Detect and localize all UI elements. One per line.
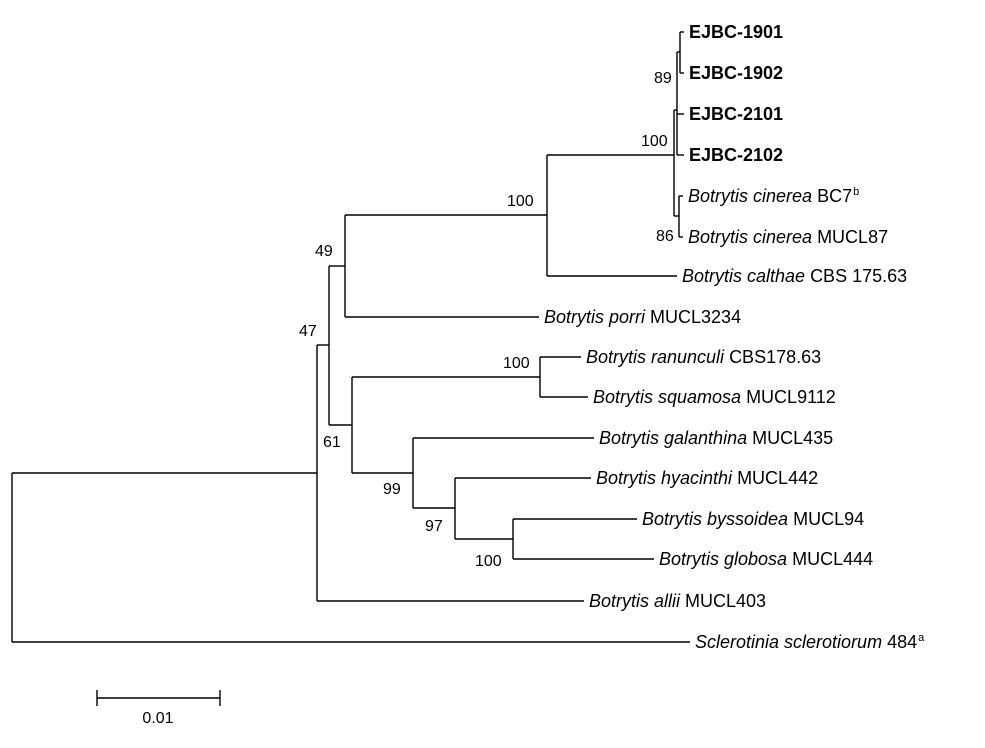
support-hyacinthi-group: 97	[425, 518, 443, 535]
leaf-strain: MUCL435	[752, 428, 833, 448]
leaf-calthae: Botrytis calthae CBS 175.63	[682, 266, 907, 286]
support-byssoidea-globosa: 100	[475, 553, 502, 570]
leaf-species: Botrytis allii	[589, 591, 685, 611]
support-ejbc-1901-1902: 89	[654, 70, 672, 87]
leaf-globosa: Botrytis globosa MUCL444	[659, 549, 873, 569]
leaf-strain: CBS178.63	[729, 347, 821, 367]
leaf-strain: MUCL9112	[746, 387, 836, 407]
leaf-labels: EJBC-1901EJBC-1902EJBC-2101EJBC-2102Botr…	[544, 22, 925, 652]
leaf-species: Botrytis calthae	[682, 266, 810, 286]
leaf-porri: Botrytis porri MUCL3234	[544, 307, 741, 327]
leaf-strain: MUCL87	[817, 227, 888, 247]
support-cinerea-clade: 100	[507, 193, 534, 210]
support-cinerea-bc7-mucl87: 86	[656, 228, 674, 245]
leaf-ejbc2101: EJBC-2101	[689, 104, 783, 124]
leaf-byssoidea: Botrytis byssoidea MUCL94	[642, 509, 864, 529]
leaf-strain: EJBC-2101	[689, 104, 783, 124]
leaf-strain: MUCL403	[685, 591, 766, 611]
support-values: 89 100 100 86 49 47 100 61 99 97 100	[299, 70, 674, 570]
leaf-species: Botrytis porri	[544, 307, 650, 327]
leaf-squamosa: Botrytis squamosa MUCL9112	[593, 387, 836, 407]
leaf-species: Botrytis byssoidea	[642, 509, 793, 529]
leaf-hyacinthi: Botrytis hyacinthi MUCL442	[596, 468, 818, 488]
leaf-allii: Botrytis allii MUCL403	[589, 591, 766, 611]
support-cinerea-porri: 49	[315, 243, 333, 260]
leaf-species: Sclerotinia sclerotiorum	[695, 632, 887, 652]
leaf-strain: EJBC-1901	[689, 22, 783, 42]
leaf-cinerea-mucl87: Botrytis cinerea MUCL87	[688, 227, 888, 247]
tree-branches	[11, 31, 690, 643]
leaf-species: Botrytis ranunculi	[586, 347, 729, 367]
leaf-ejbc2102: EJBC-2102	[689, 145, 783, 165]
support-botrytis-main: 47	[299, 323, 317, 340]
leaf-strain: MUCL94	[793, 509, 864, 529]
support-ranunculi-squamosa: 100	[503, 355, 530, 372]
leaf-cinerea-bc7: Botrytis cinerea BC7b	[688, 186, 859, 206]
leaf-superscript: b	[853, 186, 859, 198]
leaf-species: Botrytis galanthina	[599, 428, 752, 448]
scale-bar-label: 0.01	[142, 710, 173, 727]
leaf-strain: MUCL442	[737, 468, 818, 488]
leaf-strain: 484	[887, 632, 917, 652]
leaf-galanthina: Botrytis galanthina MUCL435	[599, 428, 833, 448]
leaf-strain: MUCL3234	[650, 307, 741, 327]
scale-bar: 0.01	[96, 690, 221, 727]
leaf-strain: EJBC-1902	[689, 63, 783, 83]
leaf-species: Botrytis squamosa	[593, 387, 746, 407]
leaf-species: Botrytis globosa	[659, 549, 792, 569]
leaf-ejbc1902: EJBC-1902	[689, 63, 783, 83]
support-lower-clade: 61	[323, 434, 341, 451]
leaf-species: Botrytis cinerea	[688, 227, 817, 247]
leaf-strain: EJBC-2102	[689, 145, 783, 165]
leaf-superscript: a	[918, 632, 925, 644]
leaf-strain: BC7	[817, 186, 852, 206]
leaf-ejbc1901: EJBC-1901	[689, 22, 783, 42]
leaf-species: Botrytis hyacinthi	[596, 468, 737, 488]
leaf-ranunculi: Botrytis ranunculi CBS178.63	[586, 347, 821, 367]
leaf-species: Botrytis cinerea	[688, 186, 817, 206]
leaf-sclerotiorum: Sclerotinia sclerotiorum 484a	[695, 632, 925, 652]
support-ejbc-all: 100	[641, 133, 668, 150]
support-galanthina-group: 99	[383, 481, 401, 498]
leaf-strain: CBS 175.63	[810, 266, 907, 286]
leaf-strain: MUCL444	[792, 549, 873, 569]
